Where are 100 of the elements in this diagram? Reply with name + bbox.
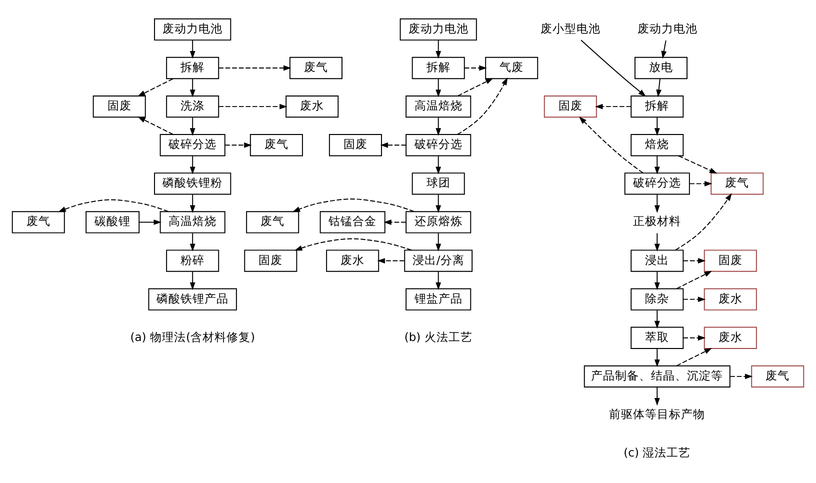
arrow: [294, 238, 412, 251]
arrow: [579, 116, 644, 174]
node-box: 废动力电池: [154, 18, 232, 41]
arrow: [292, 198, 415, 212]
arrow: [656, 78, 662, 98]
arrow: [436, 232, 442, 252]
arrow: [654, 271, 660, 290]
label: (b) 火法工艺: [404, 330, 472, 344]
node-box: 气废: [485, 56, 538, 80]
arrow: [674, 193, 732, 251]
node-box: 除杂: [630, 288, 684, 310]
arrow: [224, 142, 252, 148]
node-box: 废水: [704, 326, 757, 349]
arrow: [654, 386, 660, 406]
arrow: [654, 310, 660, 329]
arrow: [580, 40, 646, 97]
arrow: [654, 194, 660, 213]
arrow: [654, 348, 660, 368]
node-box: 钴锰合金: [320, 211, 386, 234]
node-box: 废气: [751, 365, 804, 388]
node-box: 破碎分选: [160, 134, 226, 156]
arrow: [661, 40, 667, 59]
arrow: [377, 258, 405, 264]
arrow: [190, 232, 196, 252]
node-box: 拆解: [630, 95, 684, 118]
node-box: 固废: [328, 134, 382, 156]
arrow: [682, 296, 706, 302]
node-box: 磷酸铁锂粉: [154, 172, 232, 195]
node-box: 拆解: [166, 56, 220, 80]
node-box: 破碎分选: [624, 172, 690, 195]
label: (a) 物理法(含材料修复): [130, 330, 255, 344]
arrow: [676, 270, 712, 290]
node-box: 粉碎: [166, 250, 220, 272]
label: (c) 湿法工艺: [624, 446, 691, 460]
node-box: 浸出: [630, 250, 684, 272]
node-box: 放电: [634, 56, 688, 80]
arrow: [436, 78, 442, 98]
node-box: 焙烧: [630, 134, 684, 156]
node-text: 废动力电池: [638, 21, 698, 36]
arrow: [464, 65, 487, 71]
node-box: 高温焙烧: [160, 211, 226, 234]
node-box: 洗涤: [166, 95, 220, 118]
arrow: [654, 156, 660, 174]
arrow: [689, 180, 712, 186]
node-box: 球团: [412, 172, 465, 195]
node-text: 正极材料: [633, 214, 682, 228]
node-box: 浸出/分离: [404, 250, 473, 272]
arrow: [58, 199, 169, 212]
arrow: [436, 156, 442, 174]
node-box: 产品制备、结晶、沉淀等: [584, 365, 730, 388]
arrow: [654, 232, 660, 252]
node-box: 固废: [704, 250, 757, 272]
arrow: [138, 220, 162, 225]
node-box: 高温焙烧: [406, 95, 472, 118]
node-box: 废水: [704, 288, 757, 310]
arrow: [218, 104, 288, 110]
arrow: [654, 117, 660, 136]
node-box: 固废: [92, 95, 146, 118]
arrow: [436, 40, 442, 59]
arrow: [190, 40, 196, 59]
arrow: [456, 77, 508, 135]
arrow: [682, 335, 706, 341]
arrow: [682, 258, 706, 264]
arrow: [218, 65, 292, 71]
arrow: [190, 78, 196, 98]
node-box: 废水: [286, 95, 339, 118]
arrow: [138, 116, 174, 135]
node-box: 废动力电池: [400, 18, 477, 41]
arrow: [190, 271, 196, 290]
node-text: 废小型电池: [540, 21, 600, 36]
node-box: 废水: [326, 250, 380, 272]
arrow: [190, 194, 196, 213]
node-box: 废气: [250, 134, 303, 156]
node-box: 废气: [12, 211, 65, 234]
arrow: [436, 117, 442, 136]
node-box: 锂盐产品: [406, 288, 472, 310]
node-box: 拆解: [412, 56, 465, 80]
arrow: [436, 194, 442, 213]
node-box: 固废: [544, 95, 597, 118]
arrow: [678, 155, 718, 174]
arrow: [436, 271, 442, 290]
node-box: 碳酸锂: [86, 211, 140, 234]
node-box: 破碎分选: [406, 134, 472, 156]
node-box: 废气: [710, 172, 764, 195]
node-box: 磷酸铁锂产品: [148, 288, 237, 310]
arrow: [730, 374, 753, 380]
node-box: 固废: [244, 250, 298, 272]
arrow: [384, 220, 406, 225]
arrow: [676, 348, 712, 366]
node-text: 前驱体等目标产物: [609, 406, 706, 421]
arrow: [457, 78, 494, 96]
arrow: [137, 78, 174, 97]
arrow: [190, 117, 196, 136]
node-box: 还原熔炼: [406, 211, 472, 234]
arrow: [380, 142, 407, 148]
node-box: 萃取: [630, 326, 684, 349]
arrow: [595, 104, 632, 110]
node-box: 废气: [246, 211, 300, 234]
node-box: 废气: [289, 56, 342, 80]
arrow: [190, 156, 196, 174]
